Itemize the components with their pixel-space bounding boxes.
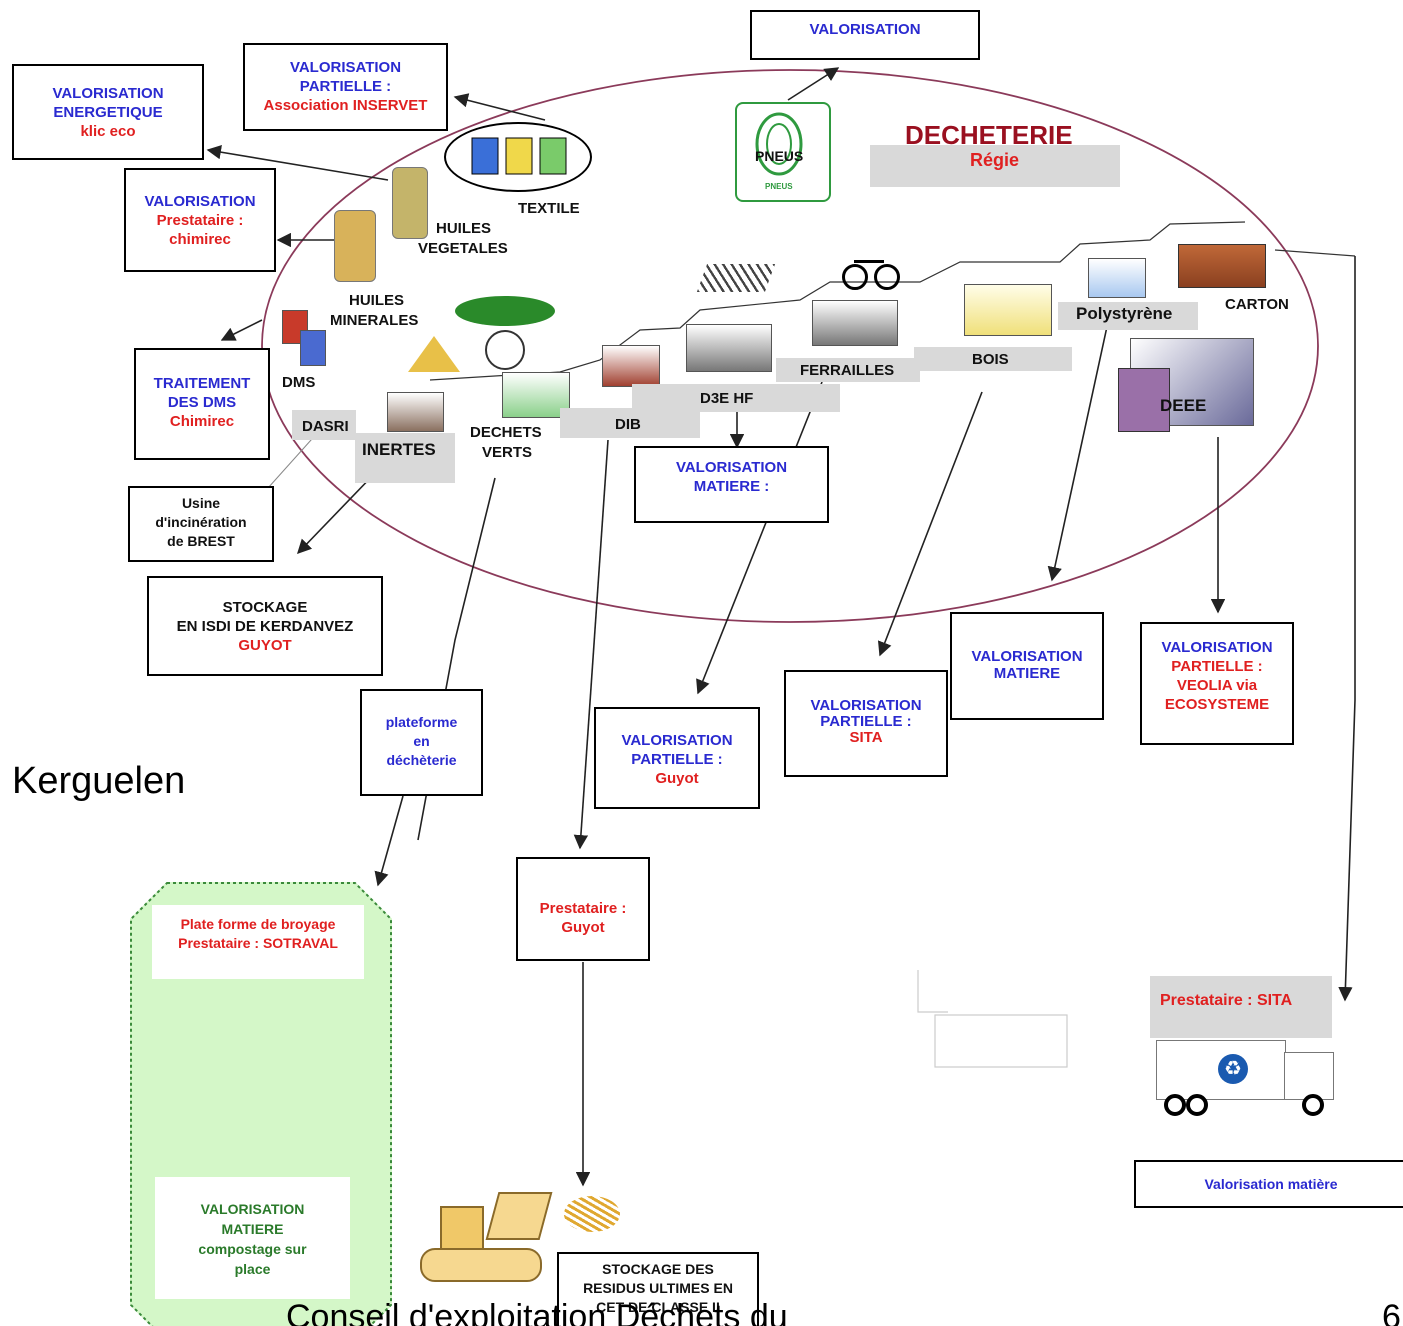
carton-label: CARTON — [1225, 296, 1289, 313]
recycle-icon: ♻ — [1218, 1054, 1248, 1084]
polystyrene-tag — [1058, 302, 1198, 330]
plateforme-box: plateforme en déchèterie — [360, 689, 483, 796]
polystyrene-container-icon — [1088, 258, 1146, 298]
bois-container-icon — [964, 284, 1052, 336]
prestataire-guyot-box: Prestataire : Guyot — [516, 857, 650, 961]
huiles-minerales-label-1: HUILES — [349, 292, 405, 309]
arrow-inertes — [297, 469, 379, 555]
d3e-tag — [632, 384, 840, 412]
broyage-border — [130, 882, 392, 1326]
valorisation-matiere-poly-box: VALORISATION MATIERE — [950, 612, 1104, 720]
dib-label: DIB — [615, 416, 641, 433]
huiles-minerales-barrel-icon — [334, 210, 376, 282]
valorisation-matiere-bottom-box: Valorisation matière — [1134, 1160, 1403, 1208]
pneus-small-label: PNEUS — [765, 182, 793, 191]
decheterie-title: DECHETERIE — [905, 120, 1073, 150]
huiles-vegetales-barrel-icon — [392, 167, 428, 239]
debris-pile-icon — [564, 1196, 620, 1232]
broyage-top-card: Plate forme de broyage Prestataire : SOT… — [152, 905, 364, 979]
arrow-polystyrene — [1047, 321, 1109, 582]
carton-container-icon — [1178, 244, 1266, 288]
pneus-label: PNEUS — [755, 148, 804, 164]
energetique-box: VALORISATION ENERGETIQUE klic eco — [12, 64, 204, 160]
dasri-label: DASRI — [302, 418, 349, 435]
stockage-isdi-box: STOCKAGE EN ISDI DE KERDANVEZ GUYOT — [147, 576, 383, 676]
arrow-carton — [1338, 256, 1356, 1002]
ferrailles-container-icon — [812, 300, 898, 346]
sita-valorisation-box: VALORISATION PARTIELLE : SITA — [784, 670, 948, 777]
bois-label: BOIS — [972, 351, 1009, 368]
polystyrene-label: Polystyrène — [1076, 304, 1173, 323]
dasri-tag — [292, 410, 356, 440]
footer-page-number: 6 — [1382, 1298, 1401, 1326]
inservet-box: VALORISATION PARTIELLE : Association INS… — [243, 43, 448, 131]
arrow-textile — [453, 93, 546, 121]
arrow-plateforme — [374, 795, 404, 887]
dib-tag — [560, 408, 700, 438]
huiles-vegetales-label-2: VEGETALES — [418, 240, 508, 257]
decheterie-ellipse — [261, 69, 1319, 623]
footer-conseil: Conseil d'exploitation Déchets du — [286, 1298, 788, 1326]
inertes-container-icon — [387, 392, 444, 432]
dms-paint-cans-icon — [282, 300, 328, 370]
traitement-dms-box: TRAITEMENT DES DMS Chimirec — [134, 348, 270, 460]
d3e-container-icon — [686, 324, 772, 372]
pneus-icon: PNEUS PNEUS — [735, 102, 831, 202]
dms-label: DMS — [282, 374, 316, 391]
dechets-verts-container-icon — [502, 372, 570, 418]
decheterie-tag — [870, 145, 1120, 187]
arrow-ferrailles — [696, 381, 823, 695]
broyage-bottom-card: VALORISATION MATIERE compostage sur plac… — [155, 1177, 350, 1299]
dechets-verts-label-2: VERTS — [482, 444, 533, 461]
sita-tag — [1150, 976, 1332, 1038]
arrow-huiles-veg — [206, 145, 389, 181]
kerguelen-label: Kerguelen — [12, 760, 186, 802]
bicycle-icon — [842, 252, 900, 290]
huiles-minerales-label-2: MINERALES — [330, 312, 419, 329]
textile-icon — [444, 122, 592, 192]
bulldozer-icon — [420, 1186, 553, 1286]
green-waste-cart-icon — [455, 296, 559, 370]
deee-label: DEEE — [1160, 396, 1207, 415]
chimirec-huiles-box: VALORISATION Prestataire : chimirec — [124, 168, 276, 272]
arrow-bois — [877, 391, 983, 657]
inertes-tag — [355, 433, 455, 483]
truck-label: Prestataire : SITA — [1160, 992, 1293, 1009]
dechets-verts-label-1: DECHETS — [470, 424, 542, 441]
ferrailles-label: FERRAILLES — [800, 362, 895, 379]
valorisation-box-top: VALORISATION — [750, 10, 980, 60]
inertes-label: INERTES — [362, 440, 436, 459]
d3e-grill-icon — [696, 264, 776, 292]
veolia-box: VALORISATION PARTIELLE : VEOLIA via ECOS… — [1140, 622, 1294, 745]
computer-icon — [1118, 368, 1170, 432]
textile-label: TEXTILE — [518, 200, 580, 217]
usine-box: Usine d'incinération de BREST — [128, 486, 274, 562]
stockage-residus-box: STOCKAGE DES RESIDUS ULTIMES EN CET DE C… — [557, 1252, 759, 1326]
guyot-valorisation-box: VALORISATION PARTIELLE : Guyot — [594, 707, 760, 809]
bois-tag — [914, 347, 1072, 371]
ferrailles-tag — [776, 358, 920, 382]
huiles-vegetales-label-1: HUILES — [436, 220, 492, 237]
arrow-pneus — [787, 67, 840, 101]
dib-container-icon — [602, 345, 660, 387]
recycling-truck-icon: ♻ — [1156, 1040, 1336, 1120]
d3e-label: D3E HF — [700, 390, 754, 407]
decheterie-subtitle: Régie — [970, 150, 1020, 170]
arrow-dib — [573, 439, 609, 850]
arrow-dms — [220, 319, 263, 341]
valorisation-matiere-d3e-box: VALORISATION MATIERE : — [634, 446, 829, 523]
